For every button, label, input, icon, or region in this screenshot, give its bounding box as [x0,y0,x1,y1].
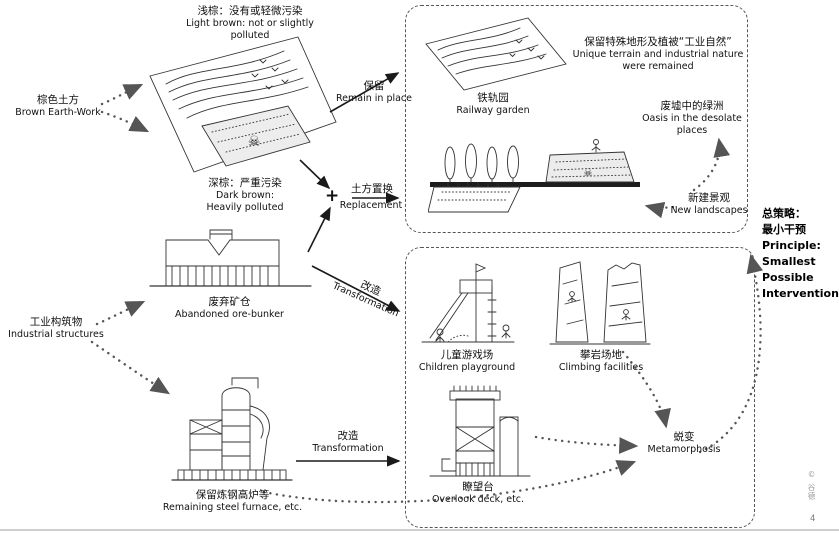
label-replacement-cn: 土方置换 [338,183,406,196]
label-transformation-lower: 改造 Transformation [306,430,390,455]
label-principle: 总策略： 最小干预 Principle: Smallest Possible I… [762,206,839,302]
label-metamorphosis: 蜕变 Metamorphosis [640,431,728,456]
label-new-landscapes-cn: 新建景观 [688,192,730,204]
label-transformation-lower-cn: 改造 [337,430,359,442]
plus-sign: + [325,186,340,206]
label-ore-bunker-en: Abandoned ore-bunker [175,309,284,321]
principle-line-3: Principle: [762,238,821,252]
label-unique-terrain: 保留特殊地形及植被“工业自然” Unique terrain and indus… [572,36,744,73]
principle-line-5: Possible [762,270,814,284]
label-oasis-cn: 废墟中的绿洲 [660,100,724,112]
steel-furnace-sketch [171,377,293,481]
principle-line-1: 总策略： [762,207,806,220]
label-overlook-cn: 瞭望台 [462,481,494,493]
label-brown-earthwork-cn: 棕色土方 [37,94,79,106]
label-light-brown: 浅棕：没有或轻微污染 Light brown: not or slightly … [166,5,334,42]
label-overlook-en: Overlook deck, etc. [431,494,525,506]
label-climbing-cn: 攀岩场地 [580,349,622,361]
label-metamorphosis-en: Metamorphosis [647,444,721,456]
label-industrial-structures: 工业构筑物 Industrial structures [0,316,112,341]
label-children-playground-cn: 儿童游戏场 [440,349,494,361]
new-landscape-sketch: ☠ [428,139,640,213]
label-unique-terrain-en2: were remained [622,61,694,72]
overlook-deck-sketch [429,385,531,477]
label-remain-en: Remain in place [335,93,412,105]
label-overlook: 瞭望台 Overlook deck, etc. [414,481,542,506]
label-railway-garden-cn: 铁轨园 [477,92,509,104]
label-transformation-lower-en: Transformation [312,443,384,455]
label-children-playground-en: Children playground [418,362,516,374]
label-unique-terrain-cn: 保留特殊地形及植被“工业自然” [584,36,732,48]
label-dark-brown-cn: 深棕：严重污染 [208,177,282,189]
label-brown-earthwork: 棕色土方 Brown Earth-Work [2,94,114,119]
label-dark-brown-en2: Heavily polluted [206,202,284,213]
principle-line-4: Smallest [762,254,816,268]
skull-icon: ☠ [248,134,261,150]
label-light-brown-cn: 浅棕：没有或轻微污染 [197,5,303,17]
label-furnace-cn: 保留炼钢高炉等 [195,489,270,501]
label-new-landscapes-en: New landscapes [670,205,748,217]
label-children-playground: 儿童游戏场 Children playground [408,349,526,374]
label-ore-bunker-cn: 废弃矿仓 [208,296,251,308]
label-remain: 保留 Remain in place [330,80,418,105]
label-oasis: 废墟中的绿洲 Oasis in the desolate places [626,100,758,137]
label-climbing-en: Climbing facilities [558,362,644,374]
children-playground-sketch [421,263,515,343]
label-dark-brown-en1: Dark brown: [215,190,275,202]
principle-line-6: Intervention [762,286,839,300]
label-ore-bunker: 废弃矿仓 Abandoned ore-bunker [152,296,307,321]
page-number: 4 [810,514,816,524]
label-industrial-structures-cn: 工业构筑物 [29,316,83,328]
label-climbing: 攀岩场地 Climbing facilities [542,349,660,374]
label-new-landscapes: 新建景观 New landscapes [670,192,748,217]
label-railway-garden: 铁轨园 Railway garden [418,92,568,117]
climbing-facilities-sketch [549,261,651,345]
label-remain-cn: 保留 [363,80,385,92]
terrain-sheet-drawing [149,36,337,173]
brown-earthwork-sketch: ☠ [149,36,337,173]
label-replacement-cn-text: 土方置换 [351,183,393,195]
label-light-brown-en2: polluted [230,30,270,41]
label-brown-earthwork-en: Brown Earth-Work [15,107,101,119]
label-transformation-upper: 改造 Transformation [321,264,415,324]
label-replacement-en-text: Replacement [339,200,403,211]
label-railway-garden-en: Railway garden [456,105,530,117]
label-metamorphosis-cn: 蜕变 [673,431,695,443]
skull-icon: ☠ [584,168,593,179]
remained-landscape-box [405,5,748,233]
label-furnace: 保留炼钢高炉等 Remaining steel furnace, etc. [140,489,325,514]
label-furnace-en: Remaining steel furnace, etc. [162,502,303,514]
label-dark-brown: 深棕：严重污染 Dark brown: Heavily polluted [186,177,304,214]
watermark: © 谷德 [807,470,816,501]
principle-line-2: 最小干预 [762,222,806,236]
label-light-brown-en1: Light brown: not or slightly [186,18,314,30]
label-industrial-structures-en: Industrial structures [8,329,104,341]
railway-garden-sketch [425,17,567,91]
structures-to-furnace-link [90,340,171,395]
label-replacement-en: Replacement [330,200,412,212]
label-unique-terrain-en1: Unique terrain and industrial nature [572,49,744,61]
ore-bunker-sketch [149,229,312,287]
bottom-rule [0,529,839,531]
label-oasis-en: Oasis in the desolate places [642,113,742,136]
